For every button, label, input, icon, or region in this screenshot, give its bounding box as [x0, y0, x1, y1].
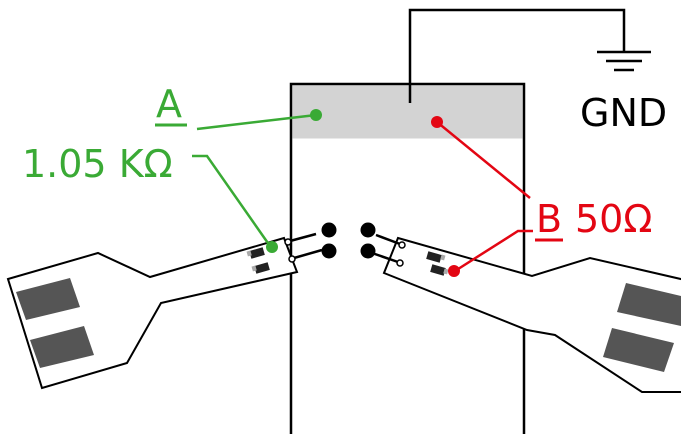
point-b-marker-probe	[448, 265, 460, 277]
right-probe-contacts	[360, 222, 406, 267]
right-probe-component-3	[440, 254, 446, 261]
left-probe-contacts	[284, 222, 337, 263]
right-electrode-1	[360, 222, 376, 238]
left-electrode-2	[321, 243, 337, 259]
point-b-label: B	[536, 197, 562, 241]
left-probe-component-4	[251, 265, 257, 272]
left-probe-pad-1	[16, 278, 80, 320]
left-probe-component-3	[246, 250, 252, 257]
right-flex-probe	[382, 236, 681, 393]
point-a-label: A	[156, 82, 182, 126]
left-flex-probe	[6, 236, 299, 390]
resistance-a-label: 1.05 KΩ	[22, 142, 173, 186]
right-probe-pad-2	[603, 328, 674, 372]
point-a-lower-leader	[192, 154, 272, 247]
left-contact-dot-1	[284, 238, 292, 246]
ground-wire	[408, 8, 626, 103]
measurement-b: B 50Ω	[431, 116, 652, 277]
right-electrode-2	[360, 243, 376, 259]
right-probe-component-1	[426, 251, 442, 263]
left-probe-component-1	[249, 247, 265, 259]
right-probe-component-4	[443, 268, 449, 275]
measurement-a: A 1.05 KΩ	[22, 82, 322, 253]
substrate	[289, 82, 526, 434]
point-a-marker-probe	[266, 241, 278, 253]
ground-icon	[597, 50, 651, 72]
resistance-b-label: 50Ω	[575, 197, 652, 241]
ground-connection: GND	[408, 8, 667, 135]
ground-label: GND	[580, 91, 667, 135]
right-contact-dot-1	[398, 241, 406, 249]
point-a-upper-leader	[196, 113, 317, 131]
right-probe-pad-1	[617, 283, 681, 326]
right-contact-dot-2	[396, 259, 404, 267]
conductive-top-band	[292, 85, 523, 139]
point-b-upper-leader	[436, 121, 531, 199]
left-probe-pad-2	[30, 326, 94, 368]
left-electrode-1	[321, 222, 337, 238]
point-b-marker-top	[431, 116, 443, 128]
point-b-lower-leader	[454, 229, 533, 273]
point-a-marker-top	[310, 109, 322, 121]
right-probe-component-2	[430, 264, 446, 276]
left-probe-component-2	[254, 262, 270, 274]
left-contact-dot-2	[288, 255, 296, 263]
